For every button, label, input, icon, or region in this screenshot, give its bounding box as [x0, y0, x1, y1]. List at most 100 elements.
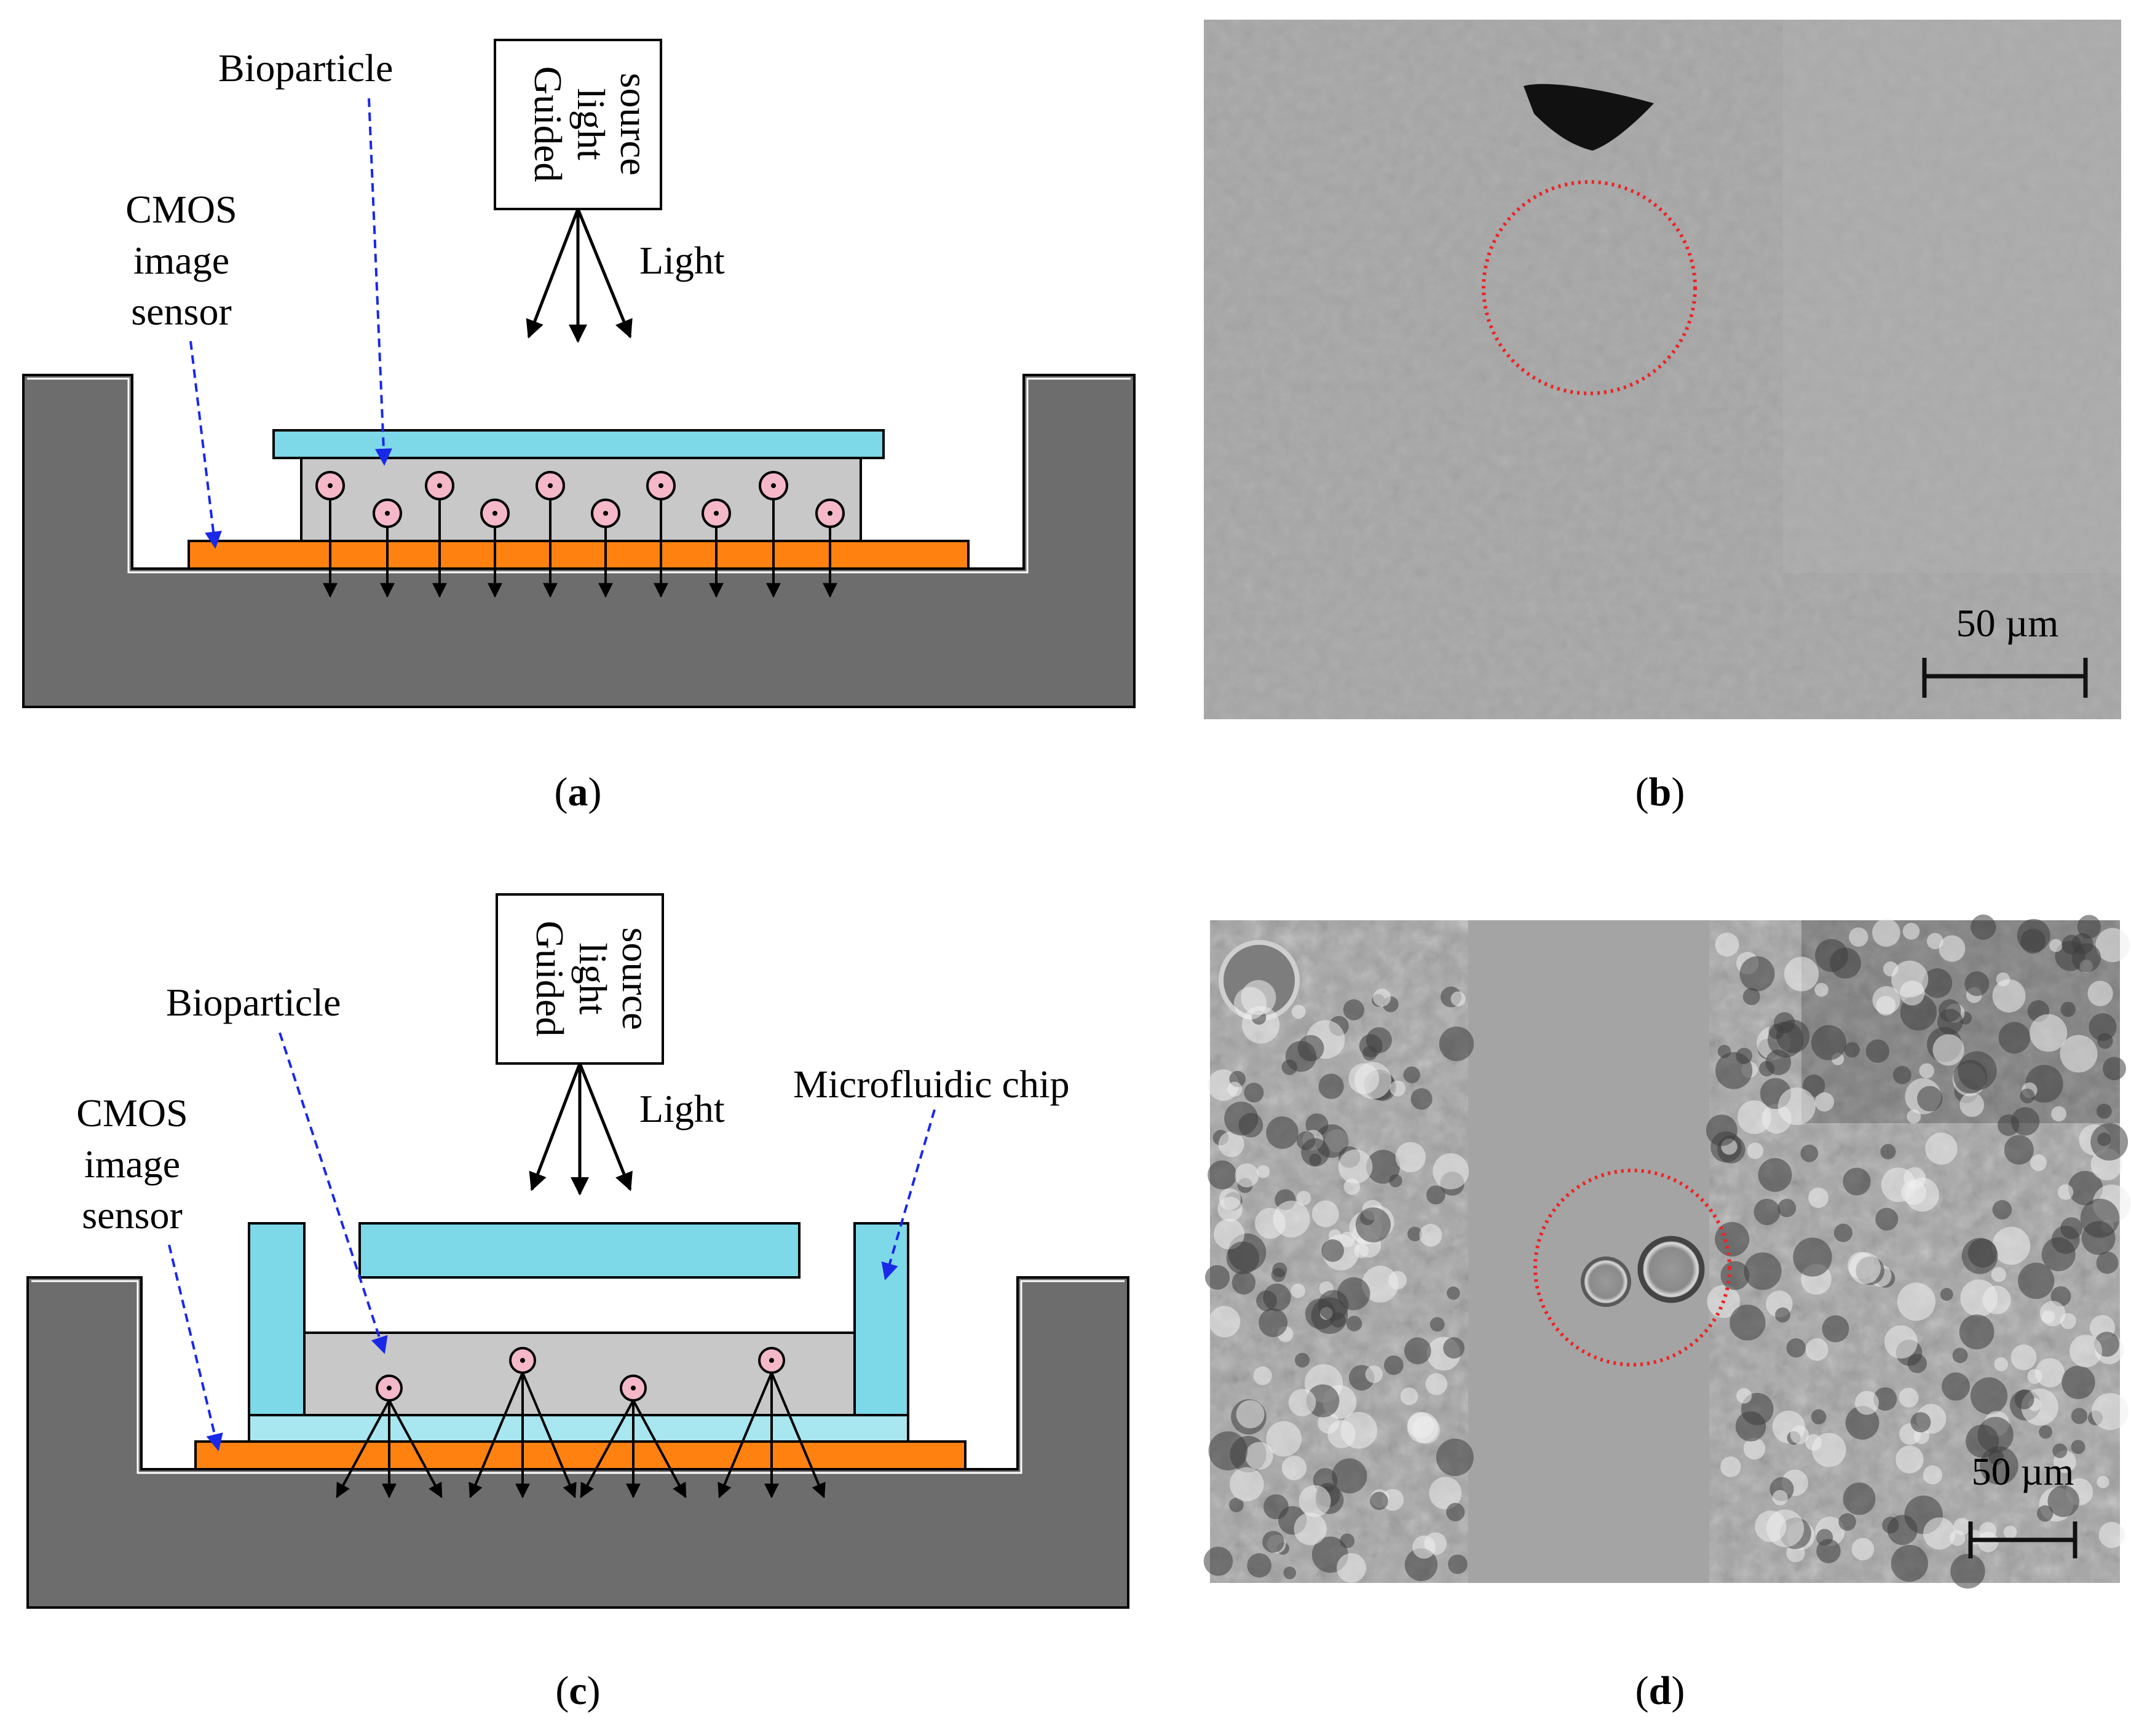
texture-blob — [1843, 1482, 1876, 1515]
texture-blob — [1266, 1421, 1302, 1457]
panel-a-schematic: Guided light source Light Bioparticle CM… — [22, 39, 1136, 708]
texture-blob — [1736, 1388, 1752, 1404]
bottom-glass — [248, 1414, 909, 1443]
texture-blob — [1403, 1066, 1420, 1084]
bioparticle-label: Bioparticle — [218, 46, 393, 90]
texture-blob — [1923, 1517, 1956, 1550]
panel-a-label: (a) — [555, 770, 602, 815]
texture-blob — [1256, 1165, 1270, 1178]
texture-blob — [1865, 1039, 1889, 1063]
texture-blob — [1939, 999, 1961, 1022]
texture-blob — [1959, 1314, 1995, 1350]
texture-blob — [1291, 1284, 1305, 1298]
texture-blob — [1407, 1412, 1439, 1443]
particle-ray — [469, 1372, 524, 1499]
texture-blob — [1996, 972, 2010, 987]
texture-blob — [1209, 1306, 1241, 1338]
texture-blob — [1204, 1265, 1230, 1290]
texture-blob — [1822, 1315, 1849, 1343]
texture-blob — [1925, 1132, 1958, 1165]
texture-blob — [2103, 1057, 2126, 1081]
texture-blob — [1970, 1377, 2008, 1414]
texture-blob — [1208, 1160, 1237, 1190]
texture-blob — [1950, 1530, 1966, 1546]
texture-blob — [1735, 1411, 1766, 1442]
texture-blob — [1784, 957, 1819, 992]
texture-blob — [1913, 1428, 1929, 1445]
texture-blob — [1383, 1355, 1404, 1375]
texture-blob — [1439, 1026, 1474, 1062]
texture-blob — [2018, 1263, 2055, 1300]
texture-blob — [1262, 1531, 1284, 1553]
texture-blob — [1875, 1207, 1899, 1231]
texture-blob — [1932, 1034, 1964, 1066]
texture-blob — [1281, 1455, 1307, 1481]
texture-blob — [1366, 1150, 1401, 1184]
texture-blob — [1281, 1059, 1297, 1075]
texture-blob — [2091, 1392, 2129, 1430]
texture-blob — [1872, 918, 1900, 947]
texture-blob — [1919, 1063, 1934, 1079]
light-source-line-2: light — [569, 88, 613, 160]
texture-blob — [1816, 1529, 1833, 1546]
texture-blob — [1229, 1497, 1244, 1513]
particle-ray — [580, 1400, 635, 1499]
texture-blob — [1838, 1513, 1856, 1531]
cmos-label-line-1: CMOS — [76, 1091, 188, 1135]
texture-blob — [1429, 1477, 1462, 1510]
texture-blob — [1203, 1547, 1233, 1576]
texture-blob — [1294, 1512, 1327, 1545]
texture-blob — [1744, 1252, 1782, 1290]
texture-blob — [1450, 991, 1466, 1006]
texture-blob — [1849, 1252, 1881, 1284]
texture-blob — [2017, 918, 2050, 952]
top-glass — [358, 1222, 801, 1279]
texture-blob — [1808, 1187, 1829, 1208]
texture-blob — [1295, 1352, 1310, 1368]
particle-ray — [718, 1372, 773, 1499]
panel-b-label: (b) — [1635, 770, 1685, 815]
texture-blob — [2052, 1443, 2068, 1459]
texture-blob — [1283, 1566, 1297, 1579]
bioparticle-label: Bioparticle — [166, 980, 341, 1024]
texture-blob — [2096, 1103, 2112, 1119]
texture-blob — [1224, 1101, 1259, 1136]
texture-blob — [1952, 1347, 1968, 1363]
cmos-label-line-1: CMOS — [125, 187, 237, 231]
particle-ray — [632, 1400, 687, 1499]
texture-blob — [1814, 982, 1829, 997]
texture-blob — [1362, 1046, 1377, 1061]
texture-blob — [1800, 1144, 1819, 1162]
texture-blob — [2030, 1014, 2068, 1052]
texture-blob — [1263, 1284, 1291, 1312]
texture-blob — [1830, 947, 1861, 979]
texture-blob — [1443, 1337, 1465, 1359]
texture-blob — [1720, 1456, 1741, 1477]
texture-blob — [1904, 1167, 1926, 1190]
texture-blob — [1433, 1153, 1469, 1190]
cmos-sensor — [194, 1440, 967, 1470]
texture-blob — [1448, 1554, 1468, 1574]
texture-blob — [1907, 1109, 1921, 1124]
texture-blob — [1271, 1268, 1286, 1282]
texture-blob — [1340, 1533, 1355, 1549]
texture-blob — [1967, 1238, 1998, 1268]
texture-blob — [2071, 943, 2101, 973]
texture-blob — [2049, 939, 2063, 952]
texture-blob — [1880, 1143, 1896, 1159]
cmos-leader — [168, 1244, 223, 1451]
target-marker-circle — [1482, 180, 1697, 395]
cmos-sensor — [188, 540, 970, 570]
texture-blob — [2069, 1335, 2103, 1368]
texture-blob — [2098, 1521, 2125, 1549]
texture-blob — [1337, 1553, 1367, 1583]
texture-blob — [1426, 1185, 1445, 1205]
texture-blob — [1338, 1149, 1373, 1184]
texture-blob — [1266, 1116, 1299, 1149]
texture-blob — [1706, 1115, 1738, 1146]
texture-blob — [2004, 1135, 2034, 1165]
light-rays — [529, 1063, 633, 1196]
texture-blob — [1235, 1163, 1259, 1188]
texture-blob — [2057, 1184, 2074, 1200]
texture-blob — [2030, 1154, 2047, 1171]
